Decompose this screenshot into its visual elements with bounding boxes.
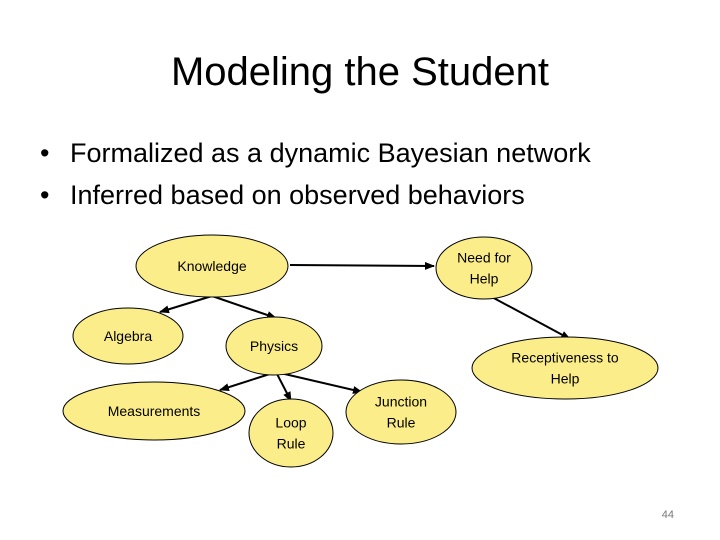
node-label: Physics [250, 338, 298, 354]
node-ellipse [471, 336, 659, 400]
node-ellipse [135, 234, 289, 298]
node-label: Rule [387, 415, 416, 431]
edge-knowledge-to-algebra [159, 295, 213, 314]
node-ellipse [62, 381, 246, 441]
node-physics: Physics [225, 316, 323, 376]
node-measurements: Measurements [62, 381, 246, 441]
slide-title: Modeling the Student [170, 50, 550, 94]
edge-knowledge-to-need-for-help [289, 261, 435, 270]
node-label: Measurements [108, 403, 201, 419]
edge-need-for-help-to-receptiveness-to-help [489, 295, 571, 340]
edge-physics-to-loop-rule [275, 371, 292, 402]
node-label: Receptiveness to [511, 350, 619, 366]
node-label: Rule [277, 436, 306, 452]
node-knowledge: Knowledge [135, 234, 289, 298]
bullet-text: Inferred based on observed behaviors [70, 180, 525, 210]
page-number: 44 [661, 509, 674, 521]
bullet-icon: • [40, 138, 50, 168]
node-ellipse [248, 398, 334, 468]
node-label: Knowledge [177, 258, 246, 274]
node-ellipse [435, 236, 533, 300]
bullet-icon: • [40, 180, 50, 210]
node-label: Junction [375, 394, 427, 410]
edge-knowledge-to-physics [211, 295, 277, 319]
node-ellipse [345, 379, 457, 445]
node-label: Need for [457, 250, 511, 266]
node-receptiveness-to-help: Receptiveness to Help [471, 336, 659, 400]
node-ellipse [72, 307, 184, 365]
node-label: Help [551, 371, 580, 387]
nodes-layer: KnowledgeAlgebraPhysicsMeasurementsLoopR… [62, 234, 659, 468]
node-label: Loop [275, 415, 306, 431]
bullet-item: • Formalized as a dynamic Bayesian netwo… [40, 132, 591, 174]
node-label: Algebra [104, 328, 152, 344]
edge-physics-to-junction-rule [275, 371, 363, 394]
node-algebra: Algebra [72, 307, 184, 365]
node-ellipse [225, 316, 323, 376]
bullet-text: Formalized as a dynamic Bayesian network [70, 138, 591, 168]
node-label: Help [470, 271, 499, 287]
bullet-item: • Inferred based on observed behaviors [40, 174, 591, 216]
bullet-list: • Formalized as a dynamic Bayesian netwo… [40, 132, 591, 216]
